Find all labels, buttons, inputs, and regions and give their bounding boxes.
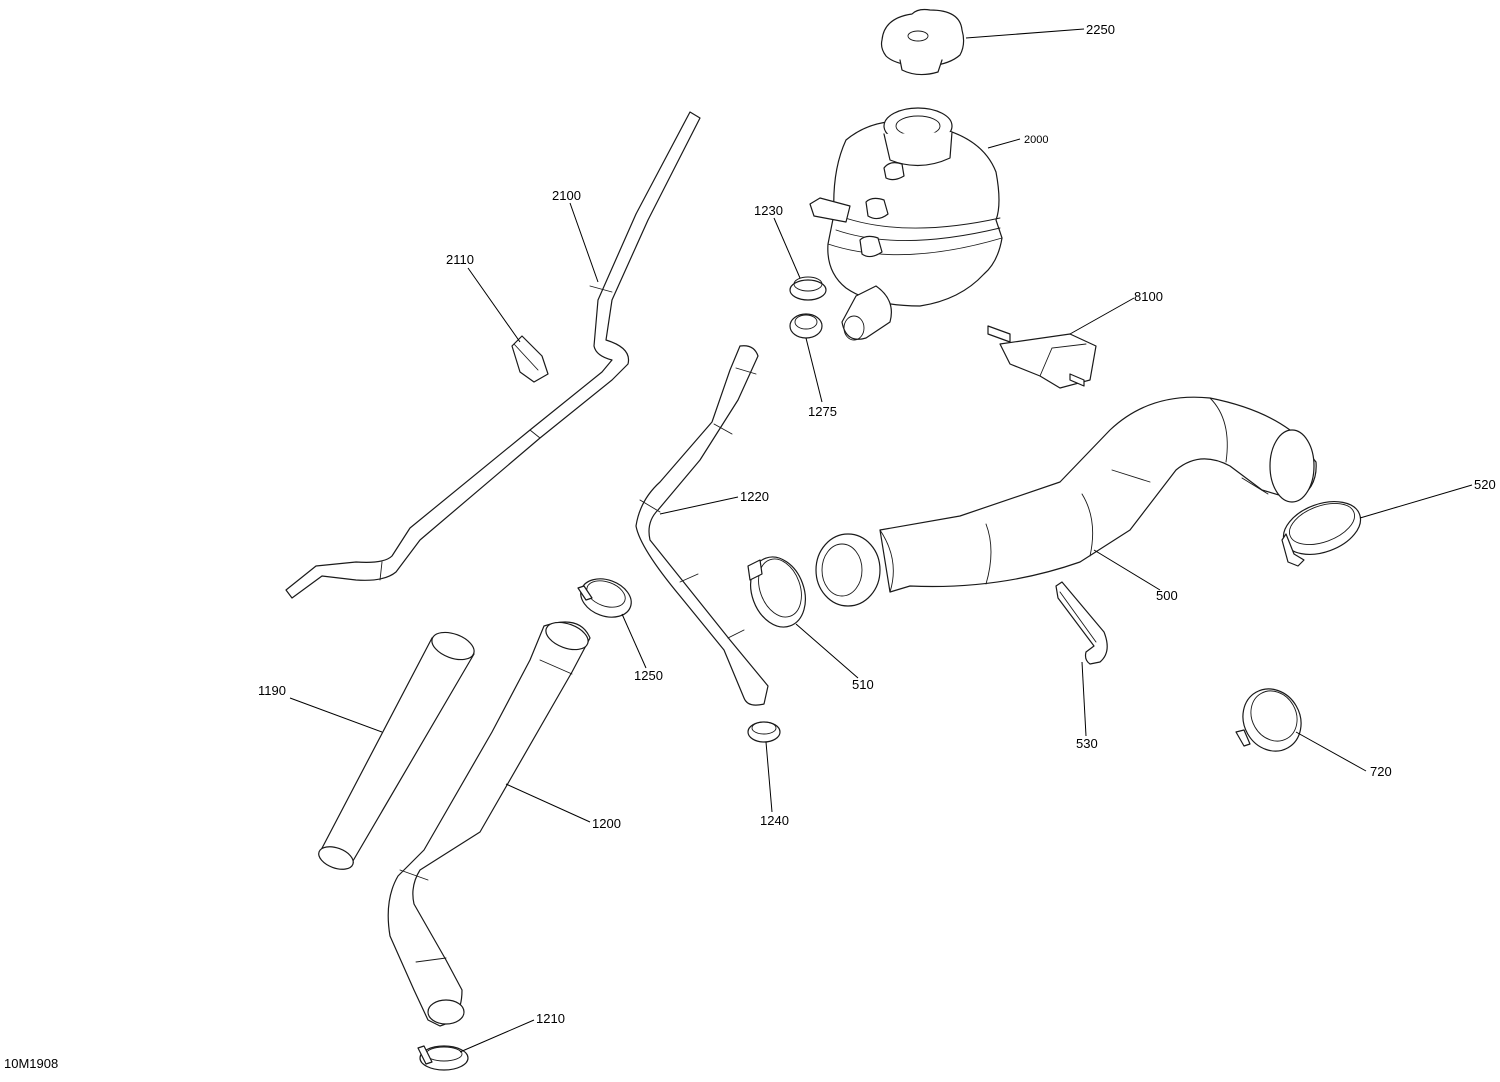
drawing-number: 10M1908: [4, 1056, 58, 1071]
part-520-clamp: [1281, 501, 1362, 567]
callout-2110: 2110: [446, 252, 474, 267]
callout-530: 530: [1076, 736, 1098, 751]
part-1230-clamp: [789, 276, 827, 301]
callout-1250: 1250: [634, 668, 663, 683]
part-2100-vent-hose: [285, 111, 701, 599]
callout-1240: 1240: [760, 813, 789, 828]
part-2000-coolant-reservoir: [809, 107, 1003, 341]
part-8100-bracket: [987, 325, 1097, 389]
callout-1220: 1220: [740, 489, 769, 504]
callout-1210: 1210: [536, 1011, 565, 1026]
callout-2100: 2100: [552, 188, 581, 203]
callout-labels: 2250 2000 2100 2110 1230 1275 8100 1220 …: [258, 22, 1496, 1026]
part-720-clamp: [1235, 688, 1302, 752]
callout-510: 510: [852, 677, 874, 692]
callout-1275: 1275: [808, 404, 837, 419]
part-2250-pressure-cap: [880, 8, 965, 76]
callout-500: 500: [1156, 588, 1178, 603]
part-1210-clamp: [417, 1045, 469, 1071]
part-510-clamp: [747, 556, 806, 628]
callout-720: 720: [1370, 764, 1392, 779]
part-1200-tube: [387, 621, 591, 1027]
callout-8100: 8100: [1134, 289, 1163, 304]
part-2110-hose-clip: [511, 335, 549, 383]
callout-1190: 1190: [258, 683, 286, 698]
callout-1230: 1230: [754, 203, 783, 218]
leader-lines: [289, 28, 1473, 1053]
part-530-strap: [1055, 581, 1108, 665]
part-1275-clamp: [789, 313, 823, 339]
callout-1200: 1200: [592, 816, 621, 831]
callout-2250: 2250: [1086, 22, 1115, 37]
part-1190-tube: [318, 631, 475, 870]
part-1220-hose: [635, 345, 769, 706]
part-1240-clamp: [747, 721, 781, 743]
part-1250-clamp: [577, 578, 632, 618]
callout-2000: 2000: [1024, 134, 1048, 146]
part-500-radiator-hose: [815, 396, 1317, 607]
callout-520: 520: [1474, 477, 1496, 492]
